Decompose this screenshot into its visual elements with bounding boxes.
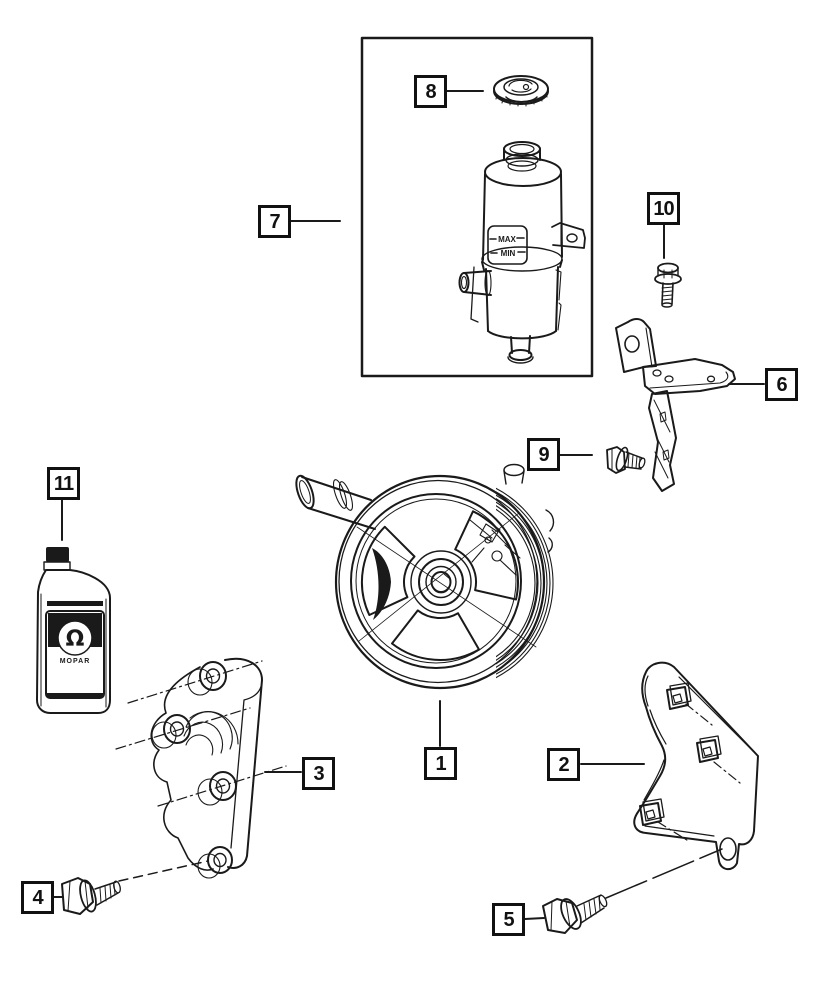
mopar-omega-logo: Ω xyxy=(66,627,85,652)
callout-3: 3 xyxy=(302,757,335,790)
callout-5: 5 xyxy=(492,903,525,936)
bolt-4 xyxy=(61,877,121,915)
callout-4: 4 xyxy=(21,881,54,914)
callout-9: 9 xyxy=(527,438,560,471)
callout-2: 2 xyxy=(547,748,580,781)
fluid-bottle: Ω MOPAR xyxy=(36,547,111,714)
callout-7: 7 xyxy=(258,205,291,238)
callout-6: 6 xyxy=(765,368,798,401)
power-steering-pump xyxy=(295,463,555,690)
callout-1: 1 xyxy=(424,747,457,780)
leader-lines xyxy=(53,90,765,920)
mounting-bracket-left xyxy=(115,657,287,879)
bolt-5 xyxy=(542,894,608,934)
reservoir-min-mark: MIN xyxy=(501,249,516,258)
fluid-reservoir: MAX MIN xyxy=(458,141,586,364)
reservoir-cap xyxy=(493,75,549,107)
callout-8: 8 xyxy=(414,75,447,108)
reservoir-support-bracket xyxy=(615,318,736,492)
bolt-10 xyxy=(654,262,682,308)
bolt-9 xyxy=(606,446,646,474)
callout-11: 11 xyxy=(47,467,80,500)
mounting-bracket-right xyxy=(633,661,759,871)
reservoir-enclosure-box xyxy=(360,36,594,378)
callout-10: 10 xyxy=(647,192,680,225)
reservoir-max-mark: MAX xyxy=(498,235,516,244)
mopar-brand-text: MOPAR xyxy=(60,658,91,665)
